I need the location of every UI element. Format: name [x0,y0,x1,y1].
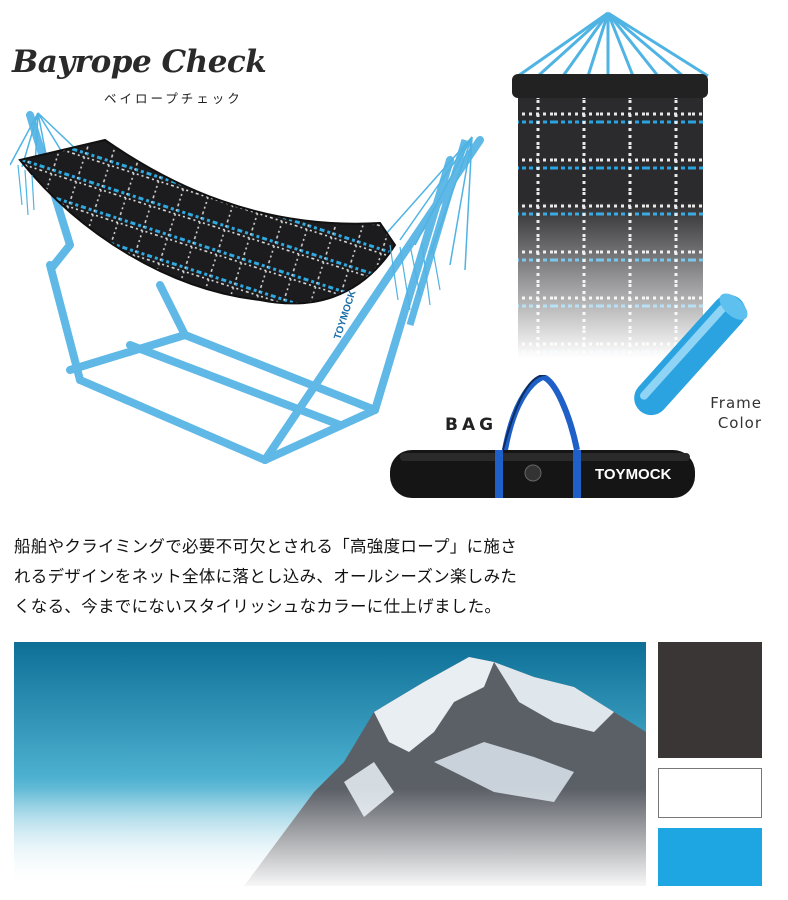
bag-brand-text: TOYMOCK [595,466,672,483]
description: 船舶やクライミングで必要不可欠とされる「高強度ロープ」に施さ れるデザインをネッ… [14,532,574,622]
swatch-blue [658,828,762,886]
fabric-closeup-image [508,8,730,358]
swatch-dark [658,642,762,758]
frame-label-line2: Color [717,414,762,432]
frame-label-line1: Frame [710,394,762,412]
frame-tube-image [634,293,748,416]
description-line: くなる、今までにないスタイリッシュなカラーに仕上げました。 [14,597,502,616]
mountain-image [14,642,646,886]
product-name-script: Bayrope Check [12,44,267,80]
product-name-kana: ベイロープチェック [104,91,243,106]
description-line: 船舶やクライミングで必要不可欠とされる「高強度ロープ」に施さ [14,537,518,556]
swatch-white [658,768,762,818]
bag-label: BAG [445,415,498,435]
frame-color-label: Frame Color [700,393,762,433]
bag-image: TOYMOCK [390,375,695,498]
description-line: れるデザインをネット全体に落とし込み、オールシーズン楽しみた [14,567,518,586]
hammock-image: TOYMOCK [10,111,484,464]
